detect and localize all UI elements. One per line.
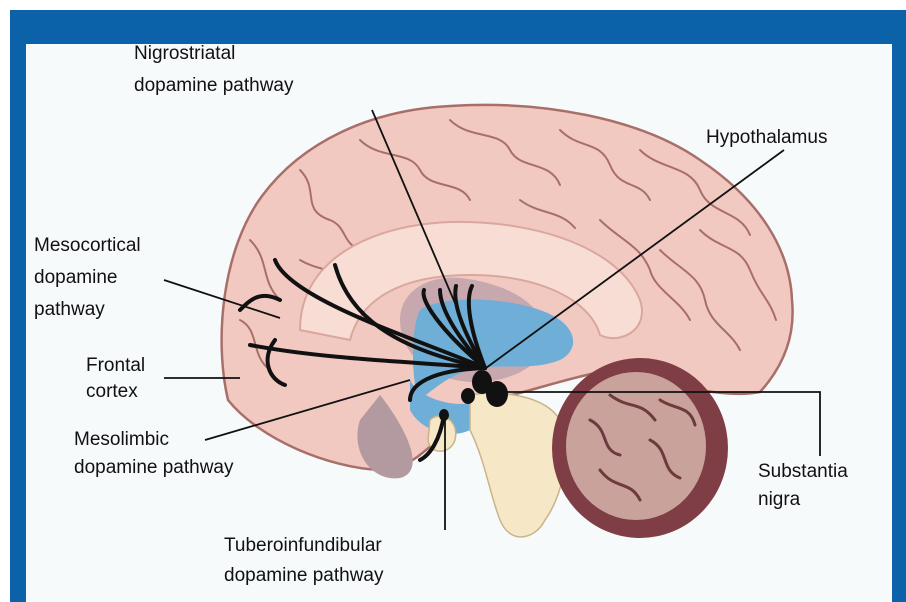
label-mesolimbic-line2: dopamine pathway <box>74 456 234 479</box>
label-frontal-line1: Frontal <box>86 354 145 377</box>
label-tuberoinfundibular-line2: dopamine pathway <box>224 564 384 587</box>
label-nigrostriatal-line1: Nigrostriatal <box>134 42 235 65</box>
label-mesocortical-line2: dopamine <box>34 266 117 289</box>
label-substantia-line2: nigra <box>758 488 800 511</box>
label-frontal-line2: cortex <box>86 380 138 403</box>
label-nigrostriatal-line2: dopamine pathway <box>134 74 294 97</box>
label-tuberoinfundibular-line1: Tuberoinfundibular <box>224 534 382 557</box>
label-substantia-line1: Substantia <box>758 460 848 483</box>
label-hypothalamus: Hypothalamus <box>706 126 827 149</box>
brainstem <box>470 393 566 537</box>
label-mesolimbic-line1: Mesolimbic <box>74 428 169 451</box>
label-mesocortical-line3: pathway <box>34 298 105 321</box>
label-mesocortical-line1: Mesocortical <box>34 234 141 257</box>
